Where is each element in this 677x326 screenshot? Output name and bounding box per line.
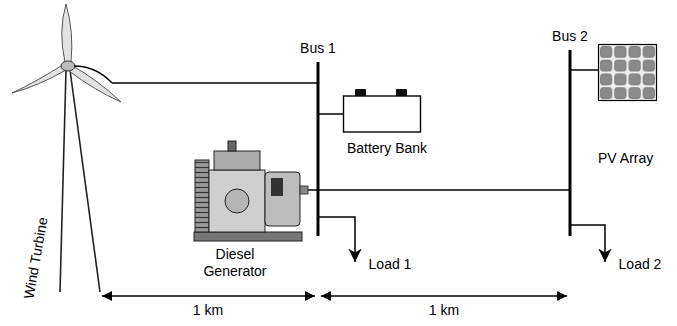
dimension-arrow <box>102 295 315 296</box>
power-line <box>319 189 571 191</box>
battery-case <box>344 96 421 132</box>
bus-bar <box>317 62 320 236</box>
node-label: Battery Bank <box>341 140 433 157</box>
flywheel <box>225 189 249 213</box>
load-label: Load 1 <box>350 256 430 273</box>
generator-radiator <box>195 160 209 232</box>
generator-skid <box>194 232 302 241</box>
power-line <box>308 189 319 191</box>
turbine-blade <box>12 64 66 93</box>
battery-drawing <box>344 89 421 132</box>
node-label: Diesel Generator <box>190 246 280 280</box>
power-line <box>112 82 319 84</box>
battery-bank: Battery Bank <box>343 88 435 160</box>
diesel-generator-drawing <box>194 141 308 241</box>
pv-array-drawing <box>599 45 657 101</box>
exhaust-pipe <box>228 141 236 151</box>
node-label: Wind Turbine <box>20 216 51 300</box>
control-panel <box>271 178 283 196</box>
tower-leg <box>60 70 66 292</box>
load-arrow <box>571 225 605 262</box>
diesel-generator: Diesel Generator <box>190 140 308 282</box>
dimension-arrow <box>321 295 567 296</box>
load-arrow <box>319 217 355 262</box>
radiator-grille <box>195 160 209 232</box>
alternator <box>265 172 300 226</box>
pv-cells <box>599 45 656 100</box>
tower-leg <box>70 70 100 292</box>
power-line <box>571 69 598 71</box>
load-label: Load 2 <box>600 256 677 273</box>
node-label: Bus 1 <box>296 40 340 57</box>
turbine-hub <box>61 61 75 71</box>
dimension-label: 1 km <box>404 302 484 319</box>
bus-bar <box>569 50 572 236</box>
power-line <box>319 113 343 115</box>
wind-turbine: Wind Turbine <box>0 0 112 304</box>
turbine-blade <box>62 4 72 62</box>
generator-terminal <box>300 186 308 194</box>
bus-bar: Bus 2 <box>548 28 594 236</box>
node-label: PV Array <box>598 150 668 167</box>
engine-block <box>209 170 265 232</box>
cylinder-head <box>214 151 260 170</box>
turbine-cable <box>74 66 112 83</box>
pv-array: PV Array <box>598 44 670 172</box>
pv-panel <box>599 45 657 101</box>
dimension-label: 1 km <box>168 302 248 319</box>
node-label: Bus 2 <box>548 28 592 45</box>
bus-bar: Bus 1 <box>296 40 342 236</box>
